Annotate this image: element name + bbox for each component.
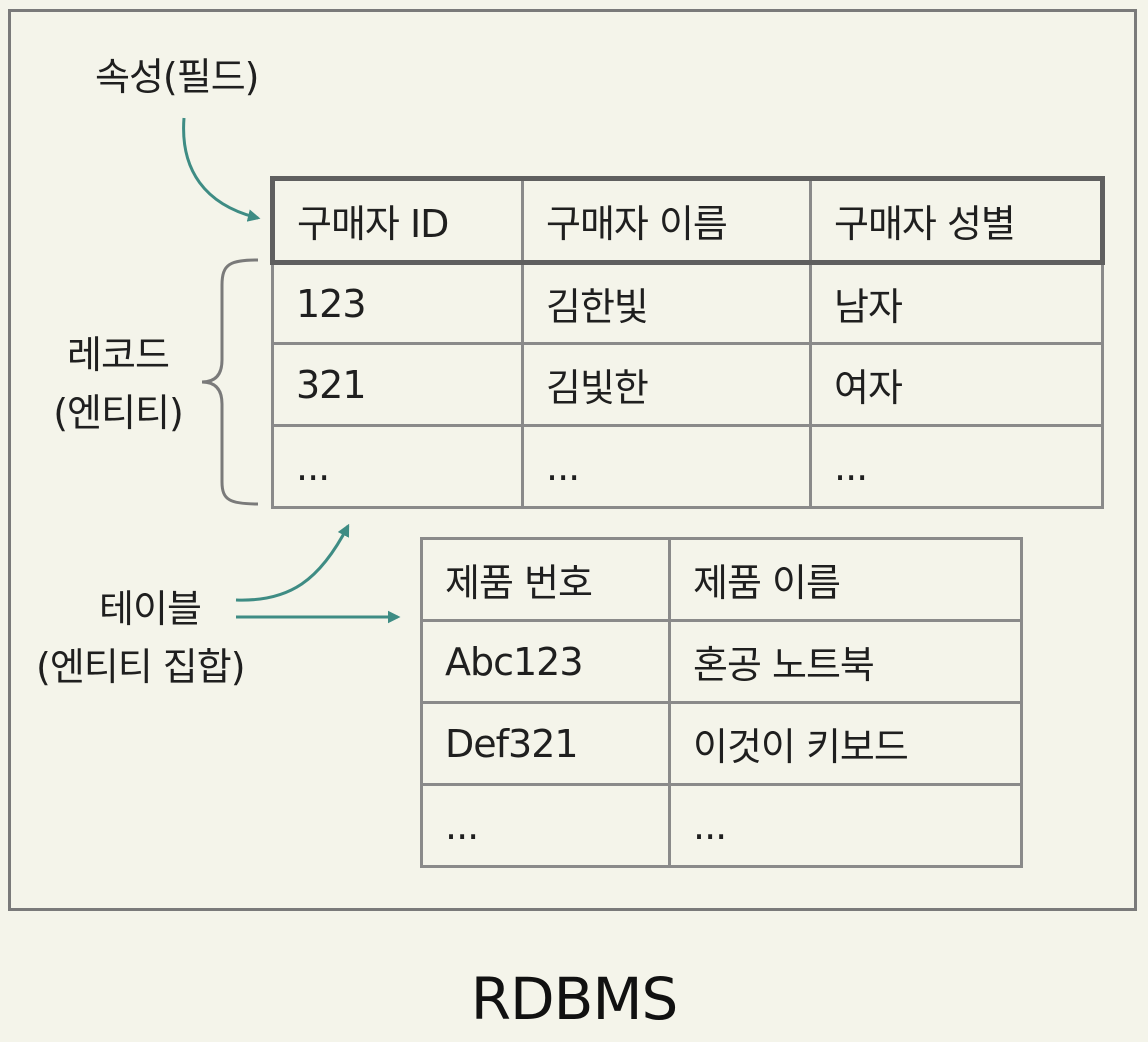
table-cell: 김빛한 (521, 342, 812, 427)
table-label-line1: 테이블 (99, 587, 202, 631)
attribute-arrow (182, 117, 261, 222)
buyers-table: 구매자 ID 구매자 이름 구매자 성별 123 김한빛 남자 321 김빛한 … (270, 176, 1105, 509)
table-row: 321 김빛한 여자 (271, 342, 1104, 427)
table-cell: ... (809, 424, 1104, 509)
buyers-header-gender: 구매자 성별 (809, 176, 1105, 265)
buyers-header-name: 구매자 이름 (521, 176, 812, 265)
record-brace (201, 258, 259, 506)
table-cell: Abc123 (420, 619, 671, 704)
table-row: Abc123 혼공 노트북 (420, 619, 1023, 704)
table-cell: 남자 (809, 261, 1104, 345)
table-row: ... ... (420, 783, 1023, 868)
table-arrow-up (235, 523, 350, 602)
table-label-line2: (엔티티 집합) (36, 645, 246, 689)
table-row: 123 김한빛 남자 (271, 261, 1104, 345)
table-cell: 혼공 노트북 (668, 619, 1023, 704)
buyers-header-id: 구매자 ID (270, 176, 524, 265)
table-cell: ... (521, 424, 812, 509)
table-cell: 여자 (809, 342, 1104, 427)
table-row: ... ... ... (271, 424, 1104, 509)
table-cell: Def321 (420, 701, 671, 786)
table-cell: 이것이 키보드 (668, 701, 1023, 786)
attribute-label: 속성(필드) (95, 55, 259, 99)
products-table: 제품 번호 제품 이름 Abc123 혼공 노트북 Def321 이것이 키보드… (420, 537, 1023, 868)
products-header-row: 제품 번호 제품 이름 (420, 537, 1023, 622)
rdbms-frame (8, 9, 1137, 911)
diagram-title: RDBMS (470, 965, 679, 1033)
table-cell: ... (271, 424, 524, 509)
table-cell: 김한빛 (521, 261, 812, 345)
products-header-number: 제품 번호 (420, 537, 671, 622)
table-row: Def321 이것이 키보드 (420, 701, 1023, 786)
record-label-line1: 레코드 (67, 333, 170, 377)
record-label-line2: (엔티티) (53, 391, 184, 435)
table-cell: 321 (271, 342, 524, 427)
table-cell: ... (668, 783, 1023, 868)
products-header-name: 제품 이름 (668, 537, 1023, 622)
table-cell: 123 (271, 261, 524, 345)
buyers-header-row: 구매자 ID 구매자 이름 구매자 성별 (270, 176, 1105, 265)
table-cell: ... (420, 783, 671, 868)
